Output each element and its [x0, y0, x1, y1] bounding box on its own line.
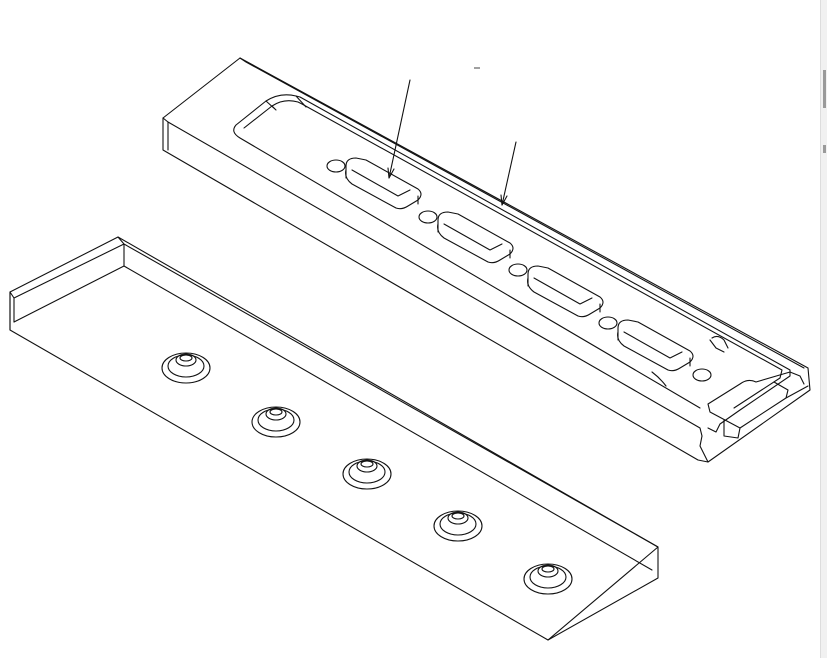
base-bevel-lines [9, 236, 659, 641]
rail-end-bevel [709, 335, 805, 385]
rail-pocket-inner [243, 100, 783, 409]
counterbore-hole-3 [342, 458, 392, 490]
slot-2 [437, 211, 514, 264]
rail-end-notch [707, 371, 809, 439]
lower-base-plate [9, 236, 659, 641]
small-hole-1 [326, 159, 346, 173]
counterbore-hole-4 [433, 510, 483, 542]
edge-tick-upper [823, 70, 826, 108]
leader-line-2-arrow [500, 194, 508, 206]
small-hole-5 [692, 368, 712, 382]
pocket-end-bevel [265, 95, 307, 111]
rail-top-front-edge [162, 117, 703, 437]
small-hole-3 [508, 263, 528, 277]
base-top-inner-edge [13, 265, 653, 571]
counterbore-hole-1 [161, 352, 211, 384]
rail-pocket [233, 94, 791, 433]
leader-line-1-arrow [387, 167, 395, 179]
slot-1 [345, 157, 422, 210]
end-hole-arc [651, 371, 667, 387]
edge-tick-lower [823, 145, 826, 153]
small-hole-4 [598, 316, 618, 330]
leader-line-1 [388, 79, 411, 179]
counterbore-hole-5 [523, 563, 573, 595]
small-hole-2 [418, 210, 438, 224]
slot-4 [617, 319, 694, 372]
counterbore-hole-2 [251, 406, 301, 438]
slot-3 [527, 265, 604, 318]
right-edge-strip [820, 0, 827, 658]
leader-line-2 [501, 141, 517, 206]
rail-top-back-edge [239, 57, 805, 369]
upper-rail-plate [162, 57, 811, 463]
